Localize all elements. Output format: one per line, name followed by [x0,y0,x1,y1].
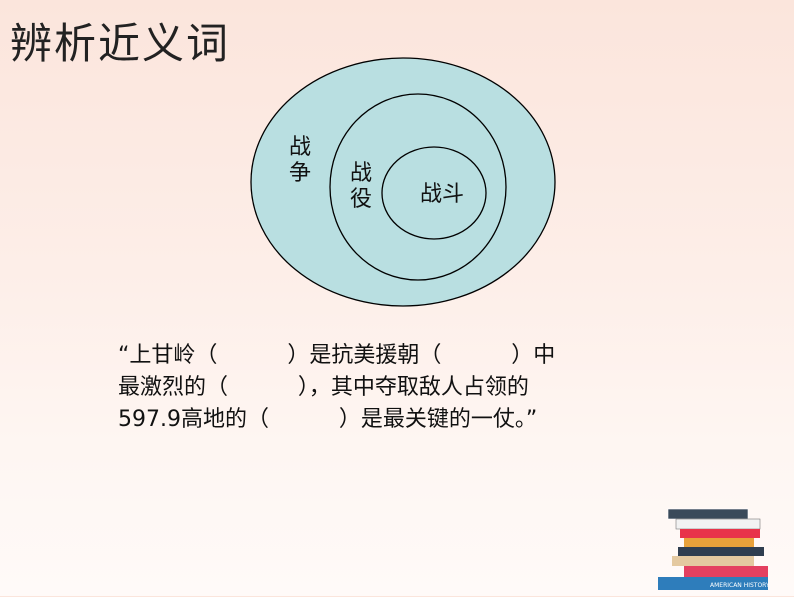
quote-line: “上甘岭（ ）是抗美援朝（ ）中 [118,343,556,368]
middle-label-campaign: 战 役 [349,161,372,212]
outer-label-war: 战 争 [288,135,311,186]
quote-line: 最激烈的（ ），其中夺取敌人占领的 [118,375,529,400]
quote-line: 597.9高地的（ ）是最关键的一仗。” [118,407,538,432]
inner-circle-battle [381,146,487,240]
slide-title: 辨析近义词 [10,19,231,68]
concept-diagram: 战 争 战 役 战斗 [250,55,560,325]
book-spine-text: AMERICAN HISTORY [710,582,770,589]
nested-circles [250,57,556,307]
fill-in-quote: “上甘岭（ ）是抗美援朝（ ）中 最激烈的（ ），其中夺取敌人占领的 597.9… [118,340,678,436]
book-stack-icon: AMERICAN HISTORY [650,505,775,593]
inner-label-battle: 战斗 [420,182,465,207]
